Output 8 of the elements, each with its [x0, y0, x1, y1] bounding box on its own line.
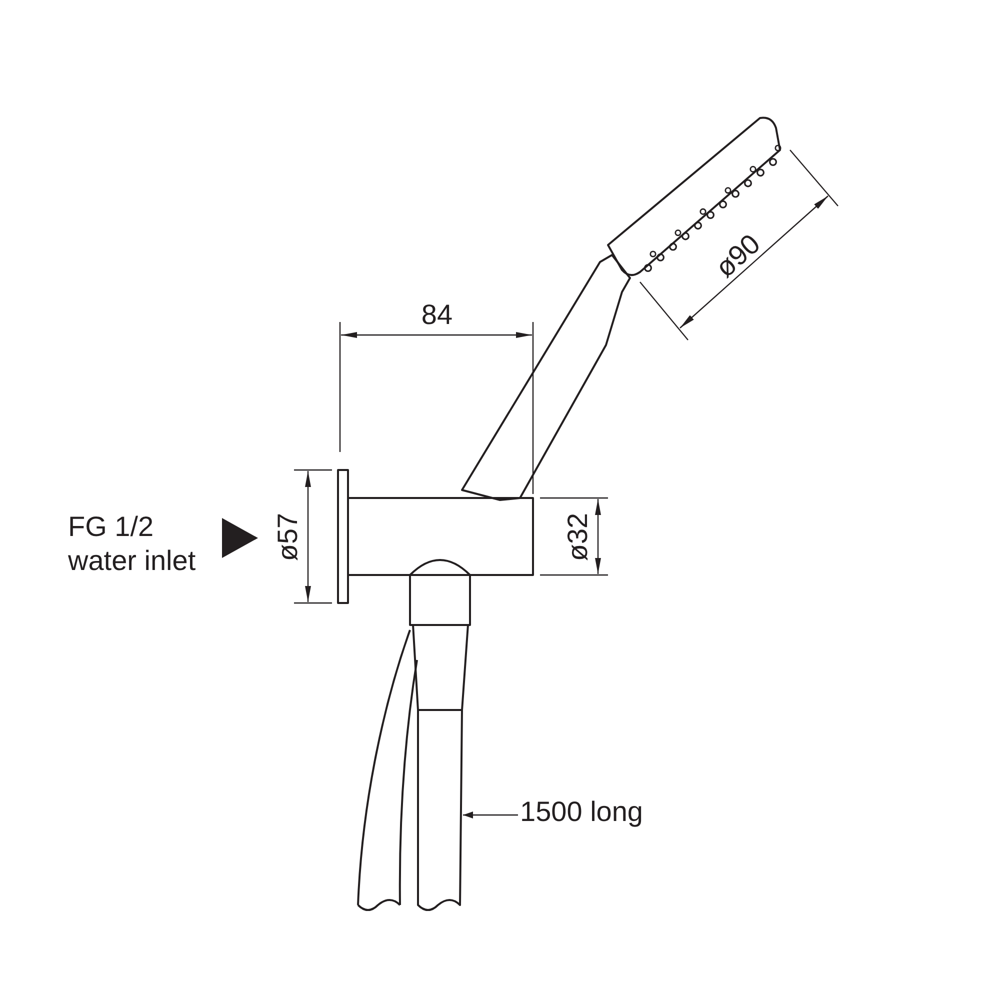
dimension-label: ø90 — [708, 227, 767, 285]
hose-drawing — [417, 710, 463, 911]
dimension-label: 84 — [421, 298, 453, 332]
dimension-label: ø32 — [561, 512, 594, 562]
callout-text: 1500 long — [520, 795, 644, 829]
dimension-label: ø57 — [271, 512, 304, 562]
leader-line — [463, 812, 518, 818]
callout-text: FG 1/2 water inlet — [68, 510, 197, 578]
